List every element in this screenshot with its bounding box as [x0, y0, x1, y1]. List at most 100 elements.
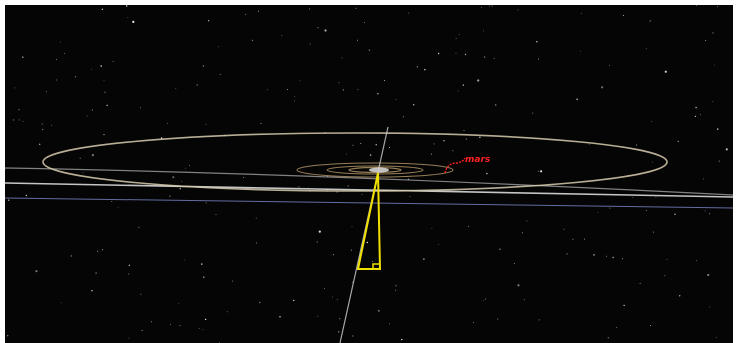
star — [694, 115, 697, 118]
star — [101, 8, 104, 10]
star — [251, 39, 254, 42]
star — [679, 295, 681, 297]
star — [389, 147, 390, 148]
star — [455, 38, 457, 40]
celestial-equator-line — [5, 197, 733, 209]
star — [709, 306, 711, 308]
star — [18, 109, 20, 111]
star — [205, 123, 207, 125]
star — [479, 136, 481, 138]
star — [140, 293, 142, 295]
star — [517, 284, 520, 287]
star — [91, 154, 94, 157]
star — [18, 119, 20, 121]
star — [338, 331, 340, 333]
star — [35, 270, 38, 273]
star — [607, 337, 609, 339]
star — [96, 250, 99, 252]
star — [336, 299, 338, 301]
star — [167, 122, 168, 124]
star — [409, 196, 411, 198]
star — [103, 133, 105, 136]
star — [480, 7, 482, 9]
star — [82, 172, 84, 174]
inner-orbit-ellipse — [348, 166, 402, 174]
star — [347, 185, 349, 187]
star — [172, 176, 175, 179]
star — [231, 280, 233, 282]
star — [178, 303, 180, 305]
star — [5, 169, 6, 171]
star — [462, 84, 465, 86]
star — [70, 255, 73, 257]
star — [483, 30, 485, 32]
star — [317, 315, 319, 317]
star — [437, 52, 440, 55]
inner-orbit-ellipse — [296, 162, 454, 178]
star — [563, 228, 565, 230]
mars-retrograde-path — [444, 157, 466, 174]
star — [95, 272, 97, 274]
star — [483, 299, 485, 301]
star — [342, 89, 345, 91]
star — [128, 337, 130, 339]
star — [355, 7, 357, 9]
star — [259, 301, 261, 304]
star — [266, 89, 268, 91]
star — [255, 217, 257, 219]
star — [140, 107, 142, 109]
star — [423, 258, 425, 260]
star — [141, 330, 143, 332]
star — [128, 273, 130, 275]
star — [22, 56, 24, 58]
star — [79, 157, 81, 159]
star — [189, 164, 191, 166]
star — [245, 13, 247, 15]
star — [341, 57, 343, 59]
star — [652, 161, 654, 163]
star — [715, 337, 717, 338]
star — [491, 5, 493, 7]
star — [357, 39, 359, 41]
right-triangle — [356, 172, 382, 270]
star — [664, 275, 666, 277]
star — [645, 48, 647, 50]
star — [196, 84, 198, 86]
star — [60, 302, 62, 304]
star — [455, 52, 457, 54]
star — [260, 122, 262, 124]
star — [316, 241, 318, 243]
star — [202, 65, 205, 67]
star — [572, 238, 574, 240]
star — [309, 43, 311, 45]
star — [521, 232, 523, 234]
star — [717, 128, 719, 130]
star — [513, 263, 515, 264]
star — [608, 64, 610, 66]
star — [433, 143, 435, 145]
pole-axis-line — [339, 126, 389, 343]
inner-orbit-ellipse — [326, 165, 424, 175]
star — [219, 73, 221, 75]
star — [486, 172, 488, 175]
star — [243, 177, 245, 178]
star — [203, 276, 205, 278]
star — [540, 170, 543, 173]
star — [175, 87, 177, 89]
star — [55, 59, 57, 61]
star — [707, 273, 710, 277]
star — [138, 226, 140, 228]
star — [357, 89, 359, 91]
star — [372, 260, 374, 262]
star — [150, 321, 152, 323]
right-angle-mark — [372, 263, 380, 269]
star — [51, 124, 53, 126]
star — [402, 116, 404, 118]
star — [293, 299, 295, 302]
star — [333, 254, 335, 256]
star — [703, 178, 704, 180]
star — [495, 104, 497, 106]
star — [609, 207, 611, 209]
star — [369, 154, 372, 156]
star — [106, 104, 108, 107]
